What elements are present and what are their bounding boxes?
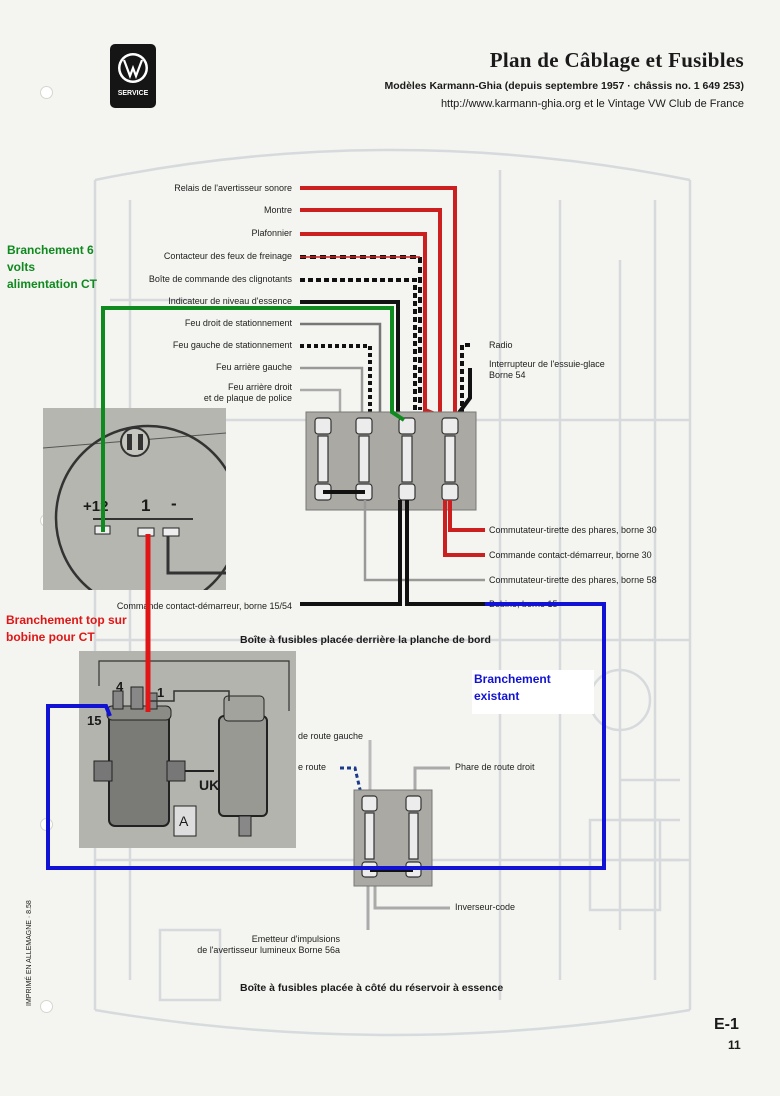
- gauge-one-label: 1: [141, 496, 151, 515]
- printed-in-germany: IMPRIMÉ EN ALLEMAGNE · 8.58: [26, 900, 33, 1006]
- label-relais-avertisseur: Relais de l'avertisseur sonore: [174, 183, 292, 193]
- label-feu-gauche-stationnement: Feu gauche de stationnement: [172, 340, 292, 350]
- label-plaque-police: et de plaque de police: [203, 393, 292, 403]
- gauge-drawing: [43, 408, 226, 590]
- vw-service-logo: SERVICE: [110, 44, 156, 108]
- label-contacteur-freinage: Contacteur des feux de freinage: [163, 251, 292, 261]
- punch-hole: [40, 1000, 53, 1013]
- page-title: Plan de Câblage et Fusibles: [489, 48, 744, 72]
- inset-coil-photo: 4 15 1 UK A: [79, 651, 296, 848]
- lower-box-caption: Boîte à fusibles placée à côté du réserv…: [240, 982, 504, 994]
- gauge-minus-label: -: [171, 494, 177, 513]
- label-borne-54: Borne 54: [489, 370, 526, 380]
- label-borne-56a: de l'avertisseur lumineux Borne 56a: [197, 945, 340, 955]
- coil-label-1: 1: [157, 685, 165, 700]
- label-phares-borne-58: Commutateur-tirette des phares, borne 58: [489, 575, 657, 585]
- source-url: http://www.karmann-ghia.org et le Vintag…: [440, 98, 744, 110]
- coil-a-label: A: [179, 813, 189, 829]
- label-boite-clignotants: Boîte de commande des clignotants: [148, 274, 292, 284]
- label-route: e route: [298, 762, 327, 772]
- green-wire-line: [101, 306, 406, 532]
- red-note: Branchement top sur bobine pour CT: [6, 613, 127, 644]
- label-phare-route-gauche: de route gauche: [298, 731, 364, 741]
- page-code: E-1: [714, 1016, 739, 1033]
- label-demarreur-borne-30: Commande contact-démarreur, borne 30: [489, 550, 652, 560]
- page-number: 11: [728, 1038, 741, 1052]
- logo-service-label: SERVICE: [117, 90, 149, 97]
- inset-gauge-photo: +12 1 -: [43, 408, 226, 590]
- upper-box-caption: Boîte à fusibles placée derrière la plan…: [240, 634, 491, 646]
- blue-note: Branchement existant: [474, 672, 551, 703]
- coil-drawing: [79, 651, 296, 848]
- label-emetteur-impulsions: Emetteur d'impulsions: [251, 934, 340, 944]
- blue-wire-line: [46, 602, 606, 870]
- label-montre: Montre: [263, 205, 292, 215]
- label-feu-arriere-gauche: Feu arrière gauche: [215, 362, 292, 372]
- vw-emblem-icon: [118, 53, 148, 83]
- label-phares-borne-30: Commutateur-tirette des phares, borne 30: [489, 525, 657, 535]
- label-feu-arriere-droit: Feu arrière droit: [227, 382, 292, 392]
- page-subtitle: Modèles Karmann-Ghia (depuis septembre 1…: [384, 80, 744, 92]
- label-phare-route-droit: Phare de route droit: [455, 762, 535, 772]
- label-interrupteur-essuie-glace: Interrupteur de l'essuie-glace: [489, 359, 605, 369]
- label-demarreur-borne-15-54: Commande contact-démarreur, borne 15/54: [116, 601, 292, 611]
- green-note: Branchement 6 volts alimentation CT: [7, 243, 98, 291]
- label-feu-droit-stationnement: Feu droit de stationnement: [184, 318, 292, 328]
- punch-hole: [40, 86, 53, 99]
- label-inverseur-code: Inverseur-code: [455, 902, 516, 912]
- label-plafonnier: Plafonnier: [251, 228, 292, 238]
- blue-note-box: Branchement existant: [472, 670, 594, 714]
- coil-label-15: 15: [87, 713, 102, 728]
- label-radio: Radio: [489, 340, 513, 350]
- coil-uk-label: UK: [199, 777, 220, 793]
- label-niveau-essence: Indicateur de niveau d'essence: [168, 296, 292, 306]
- coil-label-4: 4: [116, 679, 124, 694]
